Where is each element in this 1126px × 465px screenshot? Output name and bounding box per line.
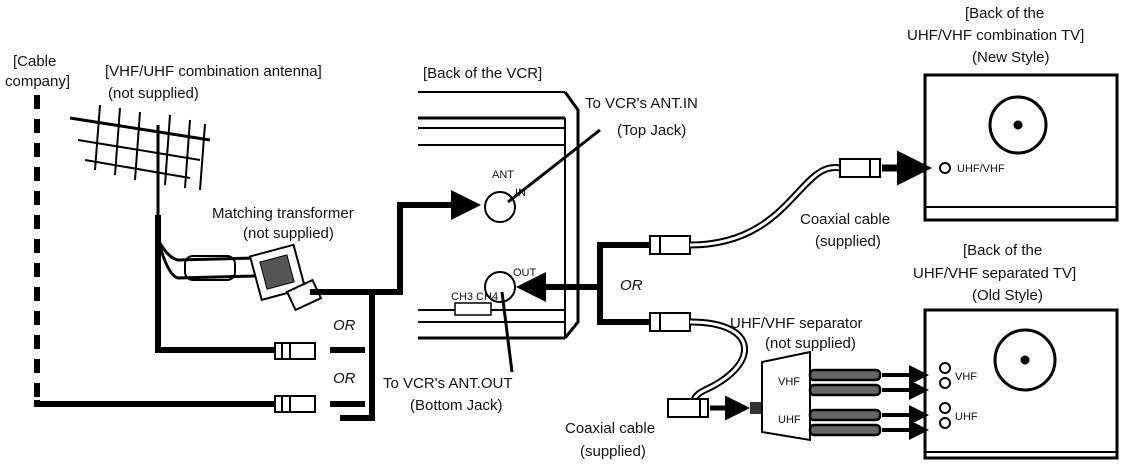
uhf-vhf-separator-icon [750,350,811,442]
jack-in-label: IN [515,187,526,199]
coax-top-connector [649,235,691,255]
vcr-back-label: [Back of the VCR] [423,65,542,82]
separator-vhf-label: VHF [778,376,800,388]
cable-company-lead [34,400,275,407]
separator-arrows [882,365,929,440]
twin-lead [156,239,256,281]
or-label-3: OR [620,277,643,294]
uhf-vhf-port [939,162,951,174]
or-label-1: OR [333,317,356,334]
ant-in-label-2: (Top Jack) [617,122,686,139]
coax-bottom-label-1: Coaxial cable [565,420,655,437]
new-tv-label-3: (New Style) [972,49,1050,66]
old-tv-label-3: (Old Style) [972,287,1043,304]
cable-ant-in-route [372,190,481,295]
cable-company-label-1: [Cable [13,53,56,70]
cable-to-ant-in [310,289,375,421]
connector-cable [274,395,316,413]
ant-in-label-1: To VCR's ANT.IN [585,95,698,112]
ch-switch [454,302,492,316]
ch-switch-label: CH3 CH4 [451,291,498,303]
matching-transformer-icon [248,243,323,312]
connector-antenna [274,342,316,360]
new-tv-label-2: UHF/VHF combination TV] [907,27,1084,44]
tv-uhf-label: UHF [955,411,978,423]
tv-old-style [923,308,1119,460]
ant-out-label-1: To VCR's ANT.OUT [383,375,513,392]
uhf-vhf-port-label: UHF/VHF [957,163,1005,175]
separator-uhf-label: UHF [778,414,801,426]
vcr-back-panel [418,91,580,340]
tv-vhf-label: VHF [955,371,977,383]
old-tv-label-1: [Back of the [963,242,1042,259]
separator-label-2: (not supplied) [765,335,856,352]
cable-company-label-2: company] [5,73,70,90]
matching-label-2: (not supplied) [243,225,334,242]
jack-ant-label: ANT [492,169,514,181]
antenna-label-2: (not supplied) [108,85,199,102]
separator-label-1: UHF/VHF separator [730,315,863,332]
matching-label-1: Matching transformer [212,205,354,222]
old-tv-label-2: UHF/VHF separated TV] [913,265,1076,282]
new-tv-label-1: [Back of the [965,5,1044,22]
coax-bottom-connector [649,312,691,332]
antenna-lead [155,215,290,353]
ant-in-jack [484,191,516,223]
antenna-label-1: [VHF/UHF combination antenna] [105,63,322,80]
old-tv-ports [939,362,951,429]
ant-in-leader [507,128,601,204]
ant-out-jack [484,271,516,303]
coax-bottom-label-2: (supplied) [580,443,646,460]
coax-top-label-2: (supplied) [815,233,881,250]
coax-sep-connector [667,398,709,418]
ant-out-leader [500,291,514,373]
antenna-icon [69,104,211,215]
cable-from-ant-out [597,242,650,325]
coax-top-tv-connector [839,158,881,178]
tv-new-style [923,73,1119,222]
separator-leads [808,368,882,437]
or-label-2: OR [333,370,356,387]
jack-out-label: OUT [513,267,537,279]
ant-out-label-2: (Bottom Jack) [410,397,503,414]
coax-top-label-1: Coaxial cable [800,211,890,228]
